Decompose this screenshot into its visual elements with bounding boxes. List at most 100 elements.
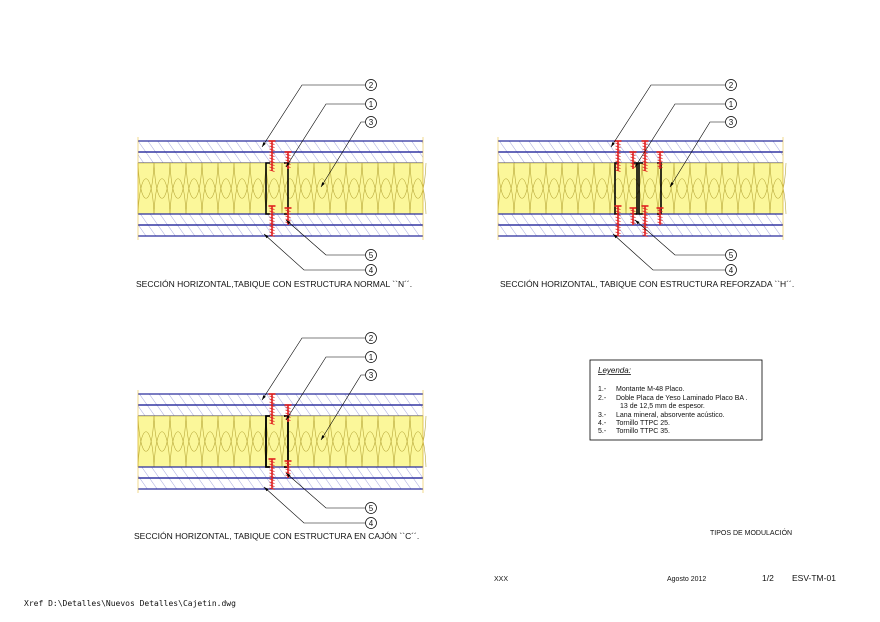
callout-1: 1 xyxy=(725,98,737,110)
callout-number: 3 xyxy=(369,371,374,380)
callout-number: 3 xyxy=(369,118,374,127)
callout-number: 2 xyxy=(369,334,374,343)
leader-line xyxy=(320,121,365,188)
legend-text-2b: 13 de 12,5 mm de espesor. xyxy=(620,403,705,410)
screw xyxy=(268,393,276,425)
leader-arrow xyxy=(262,395,266,400)
leader-arrow xyxy=(321,182,325,187)
leader-line xyxy=(285,472,365,509)
screw xyxy=(268,458,276,490)
sheet-title: TIPOS DE MODULACIÓN xyxy=(710,528,792,537)
leader-arrow xyxy=(264,234,269,239)
gypsum-board xyxy=(138,224,423,237)
leader-line xyxy=(263,233,365,271)
callout-number: 4 xyxy=(369,266,374,275)
leader-line xyxy=(285,103,365,168)
leader-arrow xyxy=(286,415,290,420)
screw xyxy=(614,205,622,237)
callout-number: 5 xyxy=(369,504,374,513)
gypsum-board xyxy=(138,404,423,417)
callout-2: 2 xyxy=(365,332,377,344)
mineral-wool xyxy=(137,162,427,215)
leader-arrow xyxy=(613,234,618,239)
drawing-code: ESV-TM-01 xyxy=(792,573,836,583)
detail-caption-box: SECCIÓN HORIZONTAL, TABIQUE CON ESTRUCTU… xyxy=(134,531,419,541)
leader-line xyxy=(634,219,725,256)
project-name: XXX xyxy=(494,576,508,583)
gypsum-board xyxy=(498,213,783,226)
leader-arrow xyxy=(635,162,639,167)
callout-number: 1 xyxy=(369,353,374,362)
callout-4: 4 xyxy=(365,264,377,276)
callout-5: 5 xyxy=(365,249,377,261)
leader-line xyxy=(634,103,725,168)
xref-path: Xref D:\Detalles\Nuevos Detalles\Cajetin… xyxy=(24,599,236,608)
leader-arrow xyxy=(286,162,290,167)
legend-num-4: 4.- xyxy=(598,420,607,427)
gypsum-board xyxy=(138,213,423,226)
callout-number: 2 xyxy=(369,81,374,90)
gypsum-board xyxy=(498,140,783,153)
wall-section-box: 2 1 3 5 4 xyxy=(137,332,427,529)
leader-line xyxy=(285,356,365,421)
callout-number: 4 xyxy=(729,266,734,275)
legend-num-5: 5.- xyxy=(598,428,607,435)
callout-3: 3 xyxy=(365,116,377,128)
callout-2: 2 xyxy=(725,79,737,91)
legend-title: Leyenda: xyxy=(598,366,631,375)
leader-line xyxy=(261,337,365,401)
screw xyxy=(268,140,276,172)
legend-num-1: 1.- xyxy=(598,386,607,393)
screw xyxy=(614,140,622,172)
legend-num-3: 3.- xyxy=(598,412,607,419)
callout-number: 4 xyxy=(369,519,374,528)
leader-arrow xyxy=(262,142,266,147)
callout-number: 1 xyxy=(729,100,734,109)
callout-5: 5 xyxy=(365,502,377,514)
leader-line xyxy=(261,84,365,148)
legend-text-5: Tornillo TTPC 35. xyxy=(616,428,670,435)
callout-2: 2 xyxy=(365,79,377,91)
leader-line xyxy=(610,84,725,148)
detail-caption-normal: SECCIÓN HORIZONTAL,TABIQUE CON ESTRUCTUR… xyxy=(136,279,412,289)
callout-number: 3 xyxy=(729,118,734,127)
screw xyxy=(641,140,649,172)
leader-arrow xyxy=(286,473,291,478)
callout-3: 3 xyxy=(365,369,377,381)
leader-arrow xyxy=(264,487,269,492)
leader-arrow xyxy=(635,220,640,225)
callout-1: 1 xyxy=(365,98,377,110)
leader-arrow xyxy=(286,220,291,225)
callout-number: 2 xyxy=(729,81,734,90)
leader-line xyxy=(320,374,365,441)
screw xyxy=(656,207,664,225)
gypsum-board xyxy=(498,151,783,164)
sheet-date: Agosto 2012 xyxy=(667,576,706,583)
legend-num-2: 2.- xyxy=(598,395,607,402)
gypsum-board xyxy=(138,140,423,153)
mineral-wool xyxy=(497,162,787,215)
screw xyxy=(268,205,276,237)
legend-box: Leyenda: 1.- Montante M-48 Placo. 2.- Do… xyxy=(589,359,763,441)
gypsum-board xyxy=(498,224,783,237)
legend-text-1: Montante M-48 Placo. xyxy=(616,386,685,393)
screw xyxy=(629,151,637,169)
callout-3: 3 xyxy=(725,116,737,128)
screw xyxy=(629,207,637,225)
sheet-number: 1/2 xyxy=(762,573,774,583)
screw xyxy=(656,151,664,169)
gypsum-board xyxy=(138,477,423,490)
leader-line xyxy=(612,233,725,271)
leader-line xyxy=(263,486,365,524)
legend-text-4: Tornillo TTPC 25. xyxy=(616,420,670,427)
callout-1: 1 xyxy=(365,351,377,363)
legend-text-2a: Doble Placa de Yeso Laminado Placo BA . xyxy=(616,395,748,402)
mineral-wool xyxy=(137,415,427,468)
callout-4: 4 xyxy=(365,517,377,529)
gypsum-board xyxy=(138,151,423,164)
callout-4: 4 xyxy=(725,264,737,276)
leader-arrow xyxy=(670,182,674,187)
callout-number: 5 xyxy=(729,251,734,260)
wall-section-normal: 2 1 3 5 4 xyxy=(137,79,427,276)
